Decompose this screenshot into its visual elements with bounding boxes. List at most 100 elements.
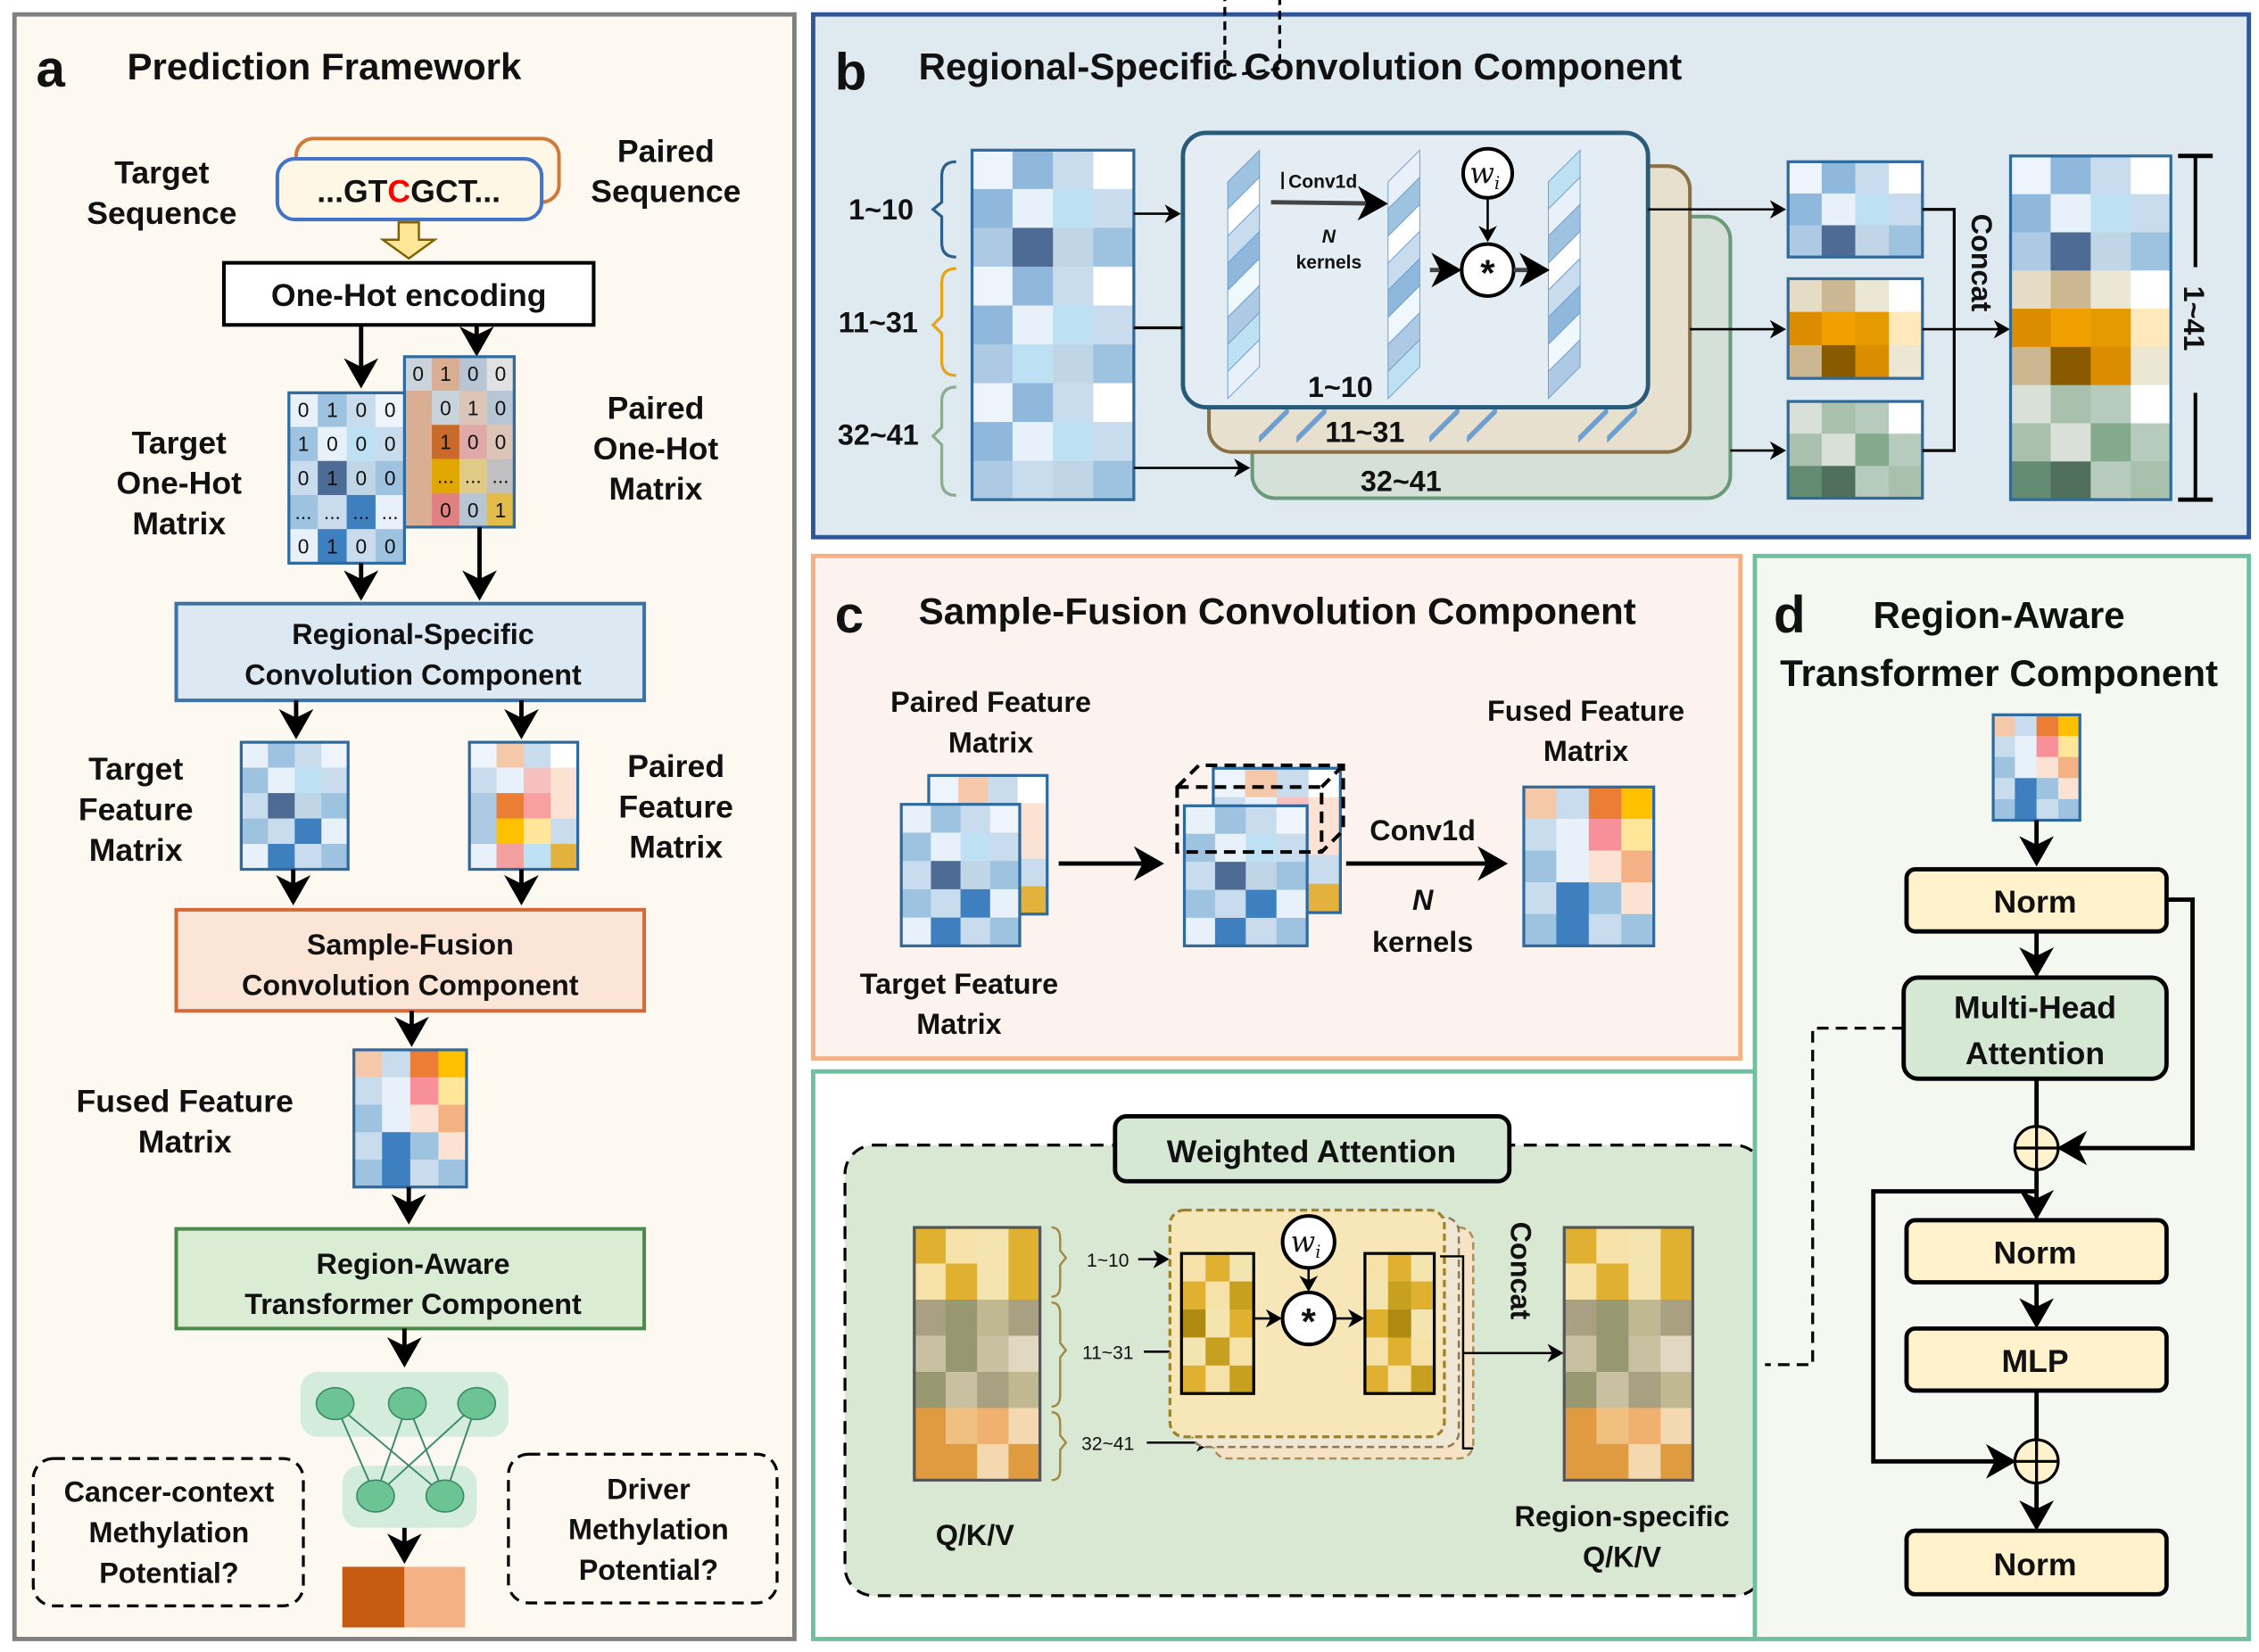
matrix-cell bbox=[914, 1371, 947, 1408]
matrix-cell bbox=[901, 861, 931, 890]
matrix-cell bbox=[375, 426, 405, 462]
matrix-cell bbox=[523, 742, 551, 769]
fused-feature-matrix bbox=[352, 1048, 468, 1189]
matrix-cell bbox=[977, 1299, 1009, 1336]
matrix-cell bbox=[1889, 225, 1924, 258]
regional-specific-box bbox=[174, 601, 647, 703]
matrix-cell bbox=[346, 426, 376, 462]
matrix-cell bbox=[1596, 1408, 1629, 1445]
matrix-value: 1 bbox=[440, 362, 451, 385]
matrix-cell bbox=[1556, 913, 1590, 946]
matrix-cell bbox=[410, 1159, 439, 1188]
matrix-cell bbox=[1564, 1227, 1597, 1265]
matrix-cell bbox=[1523, 818, 1557, 852]
matrix-cell bbox=[288, 426, 319, 462]
matrix-cell bbox=[1889, 466, 1924, 499]
matrix-cell bbox=[2050, 155, 2091, 195]
matrix-cell bbox=[1660, 1299, 1693, 1336]
norm-label: Norm bbox=[1994, 1235, 2077, 1271]
region-output-11-31 bbox=[1786, 277, 1924, 380]
matrix-cell bbox=[972, 227, 1014, 268]
matrix-cell bbox=[914, 1263, 947, 1301]
sample-fusion-box bbox=[174, 907, 647, 1013]
matrix-cell bbox=[1411, 1253, 1436, 1283]
module-label-1-10: 1~10 bbox=[1308, 371, 1373, 403]
matrix-cell bbox=[1788, 344, 1823, 379]
matrix-cell bbox=[1889, 161, 1924, 194]
matrix-value: 0 bbox=[385, 399, 396, 422]
matrix-cell bbox=[404, 458, 433, 494]
input-matrix bbox=[1991, 713, 2081, 822]
matrix-cell bbox=[2131, 309, 2172, 348]
matrix-cell bbox=[438, 1077, 468, 1105]
matrix-cell bbox=[1821, 311, 1856, 346]
matrix-cell bbox=[353, 1159, 383, 1188]
matrix-value: ... bbox=[352, 500, 369, 524]
matrix-cell bbox=[1821, 193, 1856, 227]
matrix-cell bbox=[1181, 1365, 1206, 1394]
matrix-cell bbox=[1564, 1371, 1597, 1408]
matrix-cell bbox=[989, 804, 1021, 833]
matrix-cell bbox=[1788, 401, 1823, 434]
matrix-cell bbox=[1093, 227, 1135, 268]
matrix-cell bbox=[2036, 798, 2059, 822]
qkv-matrix bbox=[913, 1226, 1042, 1482]
matrix-cell bbox=[931, 832, 962, 862]
matrix-cell bbox=[432, 356, 460, 392]
matrix-cell bbox=[438, 1132, 468, 1161]
matrix-cell bbox=[960, 861, 991, 890]
matrix-value: 0 bbox=[355, 433, 367, 456]
matrix-cell bbox=[1308, 797, 1341, 827]
matrix-cell bbox=[931, 804, 962, 833]
matrix-cell bbox=[346, 494, 376, 530]
norm-label: Norm bbox=[1994, 884, 2077, 920]
matrix-cell bbox=[382, 1077, 411, 1105]
matrix-cell bbox=[353, 1077, 383, 1105]
matrix-cell bbox=[1214, 862, 1246, 891]
matrix-cell bbox=[1229, 1309, 1254, 1338]
matrix-border bbox=[1522, 785, 1656, 947]
panel-letter: c bbox=[835, 586, 864, 644]
matrix-cell bbox=[268, 793, 295, 820]
kernel-strips bbox=[1227, 149, 1581, 400]
matrix-border bbox=[970, 148, 1136, 501]
matrix-cell bbox=[2090, 194, 2131, 233]
panel-letter: a bbox=[37, 40, 66, 98]
matrix-cell bbox=[1053, 460, 1095, 500]
matrix-cell bbox=[960, 888, 991, 919]
matrix-cell bbox=[1889, 434, 1924, 467]
matrix-cell bbox=[1012, 383, 1054, 423]
matrix-cell bbox=[1556, 787, 1590, 820]
matrix-cell bbox=[931, 861, 962, 890]
matrix-cell bbox=[2090, 461, 2131, 500]
matrix-cell bbox=[1245, 833, 1278, 863]
matrix-value: ... bbox=[492, 465, 509, 488]
matrix-cell bbox=[2131, 384, 2172, 424]
matrix-cell bbox=[1596, 1335, 1629, 1373]
matrix-value: 1 bbox=[327, 399, 338, 422]
matrix-cell bbox=[1181, 1309, 1206, 1338]
matrix-cell bbox=[469, 742, 498, 769]
matrix-cell bbox=[1788, 161, 1823, 194]
matrix-cell bbox=[1788, 193, 1823, 227]
matrix-border bbox=[1786, 160, 1924, 259]
matrix-cell bbox=[1889, 311, 1924, 346]
matrix-cell bbox=[410, 1104, 439, 1133]
matrix-value: ... bbox=[437, 465, 454, 488]
matrix-cell bbox=[268, 742, 295, 769]
matrix-cell bbox=[1229, 1281, 1254, 1310]
matrix-cell bbox=[972, 383, 1014, 423]
matrix-value: 0 bbox=[495, 430, 507, 453]
matrix-cell bbox=[496, 818, 525, 845]
matrix-cell bbox=[1276, 917, 1308, 946]
matrix-cell bbox=[318, 460, 348, 496]
matrix-cell bbox=[901, 832, 931, 862]
matrix-border bbox=[1562, 1226, 1694, 1482]
matrix-cell bbox=[914, 1408, 947, 1445]
